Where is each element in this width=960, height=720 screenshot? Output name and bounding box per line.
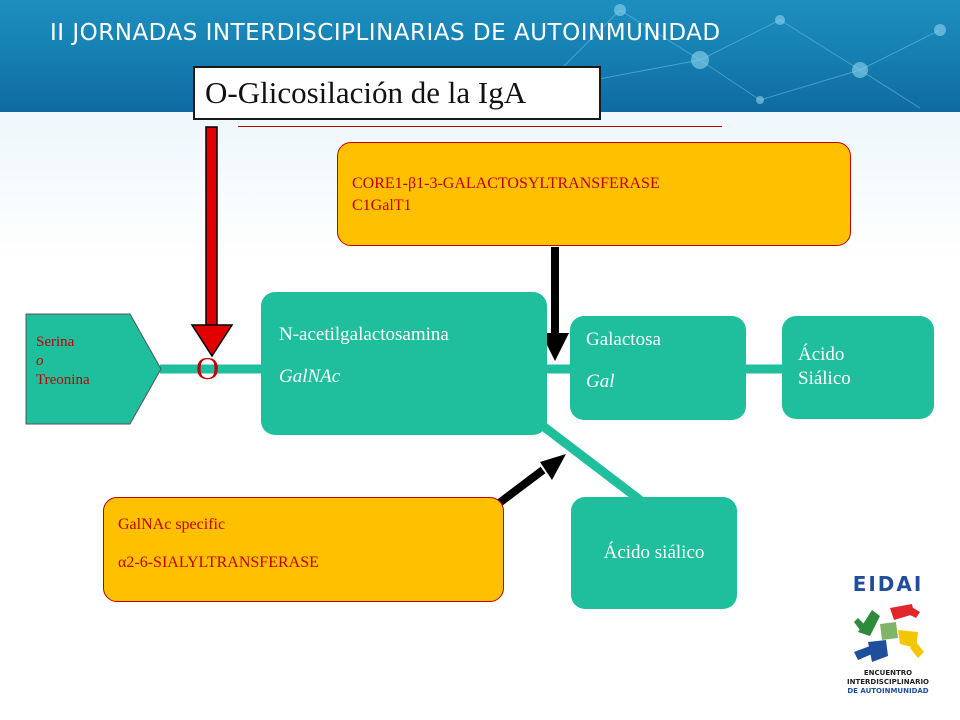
eidai-logo-name: EIDAI <box>852 572 924 596</box>
amino-acid-label: Serina o Treonina <box>36 333 90 390</box>
core1-arrow-head <box>541 333 569 361</box>
colored-hands-icon <box>854 604 924 662</box>
red-arrow-shaft <box>205 126 218 331</box>
eidai-logo: EIDAI ENCUENTRO INTERDISCIPLINARIO DE AU… <box>842 572 934 702</box>
core1-arrow-shaft <box>551 247 559 337</box>
eidai-logo-subtitle: ENCUENTRO INTERDISCIPLINARIO DE AUTOINMU… <box>842 669 934 696</box>
sialyltransferase-specificity: GalNAc specific <box>118 516 226 533</box>
core1-enzyme-name: CORE1-β1-3-GALACTOSYLTRANSFERASE <box>352 175 660 192</box>
slide-title: O-Glicosilación de la IgA <box>193 66 601 120</box>
sialic-acid-branch-label: Ácido siálico <box>603 542 705 563</box>
galnac-full-name: N-acetilgalactosamina <box>279 324 449 345</box>
red-arrow-head <box>190 324 234 358</box>
galnac-node: N-acetilgalactosamina GalNAc <box>261 292 547 435</box>
title-underline <box>238 126 722 127</box>
sialyltransferase-enzyme-box: GalNAc specific α2-6-SIALYLTRANSFERASE <box>103 497 504 602</box>
sialic-acid-word2: Siálico <box>798 368 851 389</box>
branch-connector <box>532 416 643 504</box>
sialyl-arrow-head <box>540 454 566 480</box>
sialic-acid-branch-node: Ácido siálico <box>571 497 737 609</box>
threonine-label: Treonina <box>36 372 90 388</box>
o-linkage-label: O <box>196 350 220 386</box>
sialyltransferase-name: α2-6-SIALYLTRANSFERASE <box>118 554 319 571</box>
core1-enzyme-box: CORE1-β1-3-GALACTOSYLTRANSFERASE C1GalT1 <box>337 142 851 246</box>
core1-enzyme-abbrev: C1GalT1 <box>352 197 412 214</box>
galactose-abbrev: Gal <box>586 371 615 392</box>
eidai-sub-line3: DE AUTOINMUNIDAD <box>847 687 929 695</box>
serine-label: Serina <box>36 334 75 350</box>
sialic-acid-word1: Ácido <box>798 344 845 365</box>
galnac-abbrev: GalNAc <box>279 366 341 387</box>
galactose-node: Galactosa Gal <box>570 316 746 420</box>
amino-acid-pentagon <box>25 313 162 425</box>
eidai-sub-line1: ENCUENTRO <box>863 669 913 677</box>
galactose-full-name: Galactosa <box>586 329 661 350</box>
sialic-acid-terminal-node: Ácido Siálico <box>782 316 934 419</box>
eidai-sub-line2: INTERDISCIPLINARIO <box>846 678 930 686</box>
header-title: II JORNADAS INTERDISCIPLINARIAS DE AUTOI… <box>50 20 721 46</box>
or-label: o <box>36 353 44 369</box>
